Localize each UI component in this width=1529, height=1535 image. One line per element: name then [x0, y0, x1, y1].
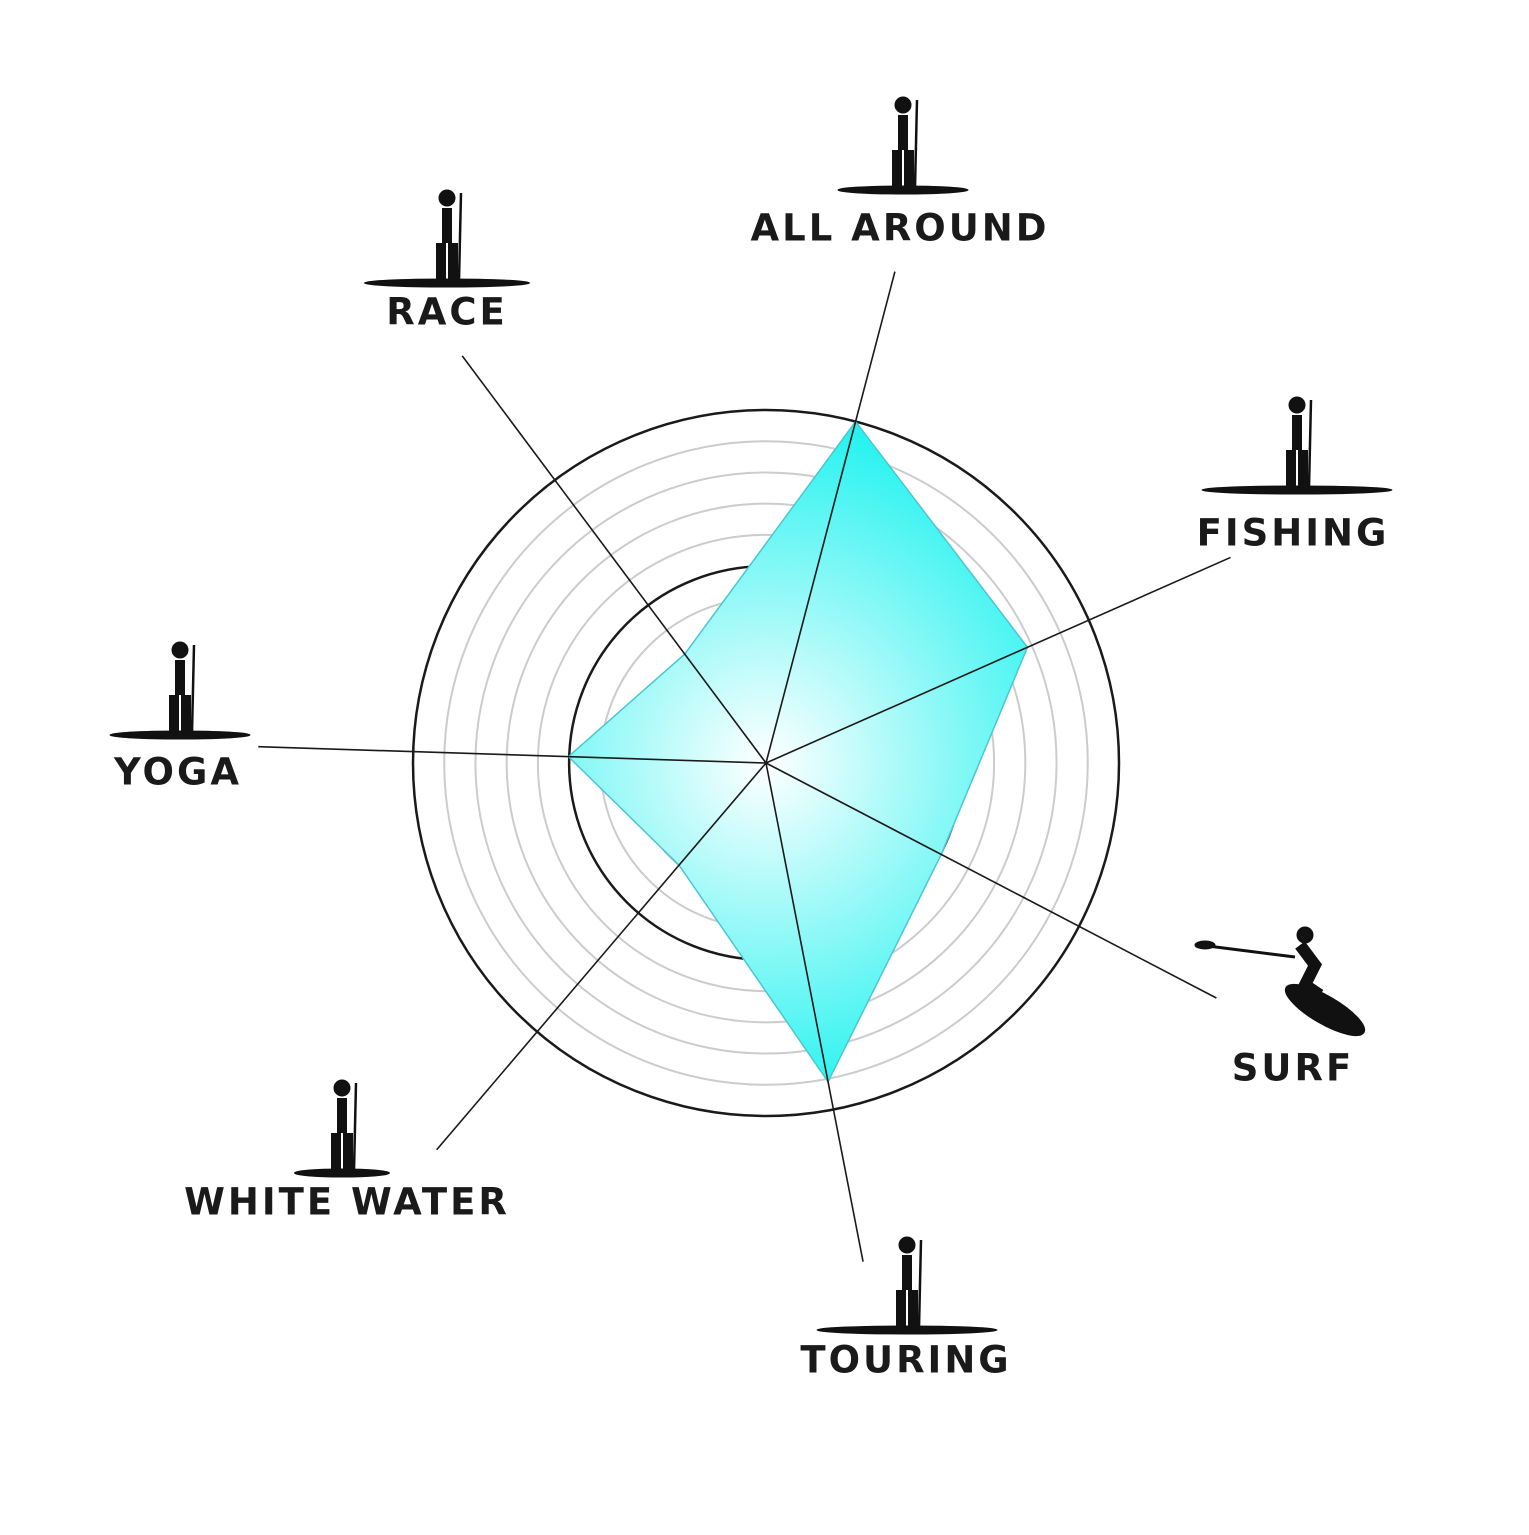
head-shape: [1296, 926, 1314, 944]
board-shape: [816, 1325, 998, 1335]
paddle-blade: [1194, 940, 1216, 950]
white-water-icon: [294, 1079, 390, 1178]
axis-line: [765, 556, 1231, 764]
body-shape: [1295, 941, 1324, 1000]
paddle-shape: [457, 192, 463, 282]
race-icon: [364, 189, 530, 288]
fishing-icon: [1201, 396, 1393, 495]
grid-ring: [505, 502, 1027, 1024]
axis-line: [765, 762, 864, 1262]
board-shape: [1201, 485, 1393, 495]
paddle-shape: [913, 99, 919, 189]
paddle-shape: [352, 1082, 358, 1172]
axis-label: ALL AROUND: [750, 206, 1050, 250]
major-ring: [411, 408, 1121, 1118]
body-shape: [892, 115, 914, 188]
head-shape: [333, 1079, 351, 1097]
axis-line: [436, 762, 767, 1151]
grid-ring: [474, 471, 1058, 1055]
head-shape: [438, 189, 456, 207]
touring-icon: [816, 1236, 998, 1335]
board-shape: [837, 185, 969, 195]
axis-line: [765, 271, 896, 764]
axis-line: [765, 762, 1217, 999]
board-shape: [109, 730, 251, 740]
head-shape: [898, 1236, 916, 1254]
axis-label: SURF: [1231, 1046, 1355, 1090]
head-shape: [1288, 396, 1306, 414]
paddle-shape: [917, 1239, 923, 1329]
board-shape: [1284, 983, 1366, 1037]
paddler-standing-icon: [837, 96, 969, 195]
paddle-shape: [190, 644, 196, 734]
board-shape: [294, 1168, 390, 1178]
yoga-icon: [109, 641, 251, 740]
axis-label: RACE: [386, 290, 508, 334]
head-shape: [894, 96, 912, 114]
surf-icon: [1194, 926, 1366, 1037]
body-shape: [169, 660, 191, 733]
paddle-shape: [1307, 399, 1313, 489]
axis-line: [461, 355, 767, 764]
board-shape: [364, 278, 530, 288]
axis-label: YOGA: [114, 750, 242, 794]
body-shape: [896, 1255, 918, 1328]
body-shape: [1286, 415, 1308, 488]
body-shape: [331, 1098, 353, 1171]
paddle-shape: [1199, 943, 1296, 959]
axis-label: TOURING: [800, 1338, 1012, 1382]
head-shape: [171, 641, 189, 659]
data-polygon: [567, 420, 1029, 1084]
grid-ring: [443, 440, 1089, 1086]
axis-line: [258, 745, 767, 764]
axis-label: FISHING: [1196, 511, 1390, 555]
body-shape: [436, 208, 458, 281]
axis-label: WHITE WATER: [184, 1180, 510, 1224]
